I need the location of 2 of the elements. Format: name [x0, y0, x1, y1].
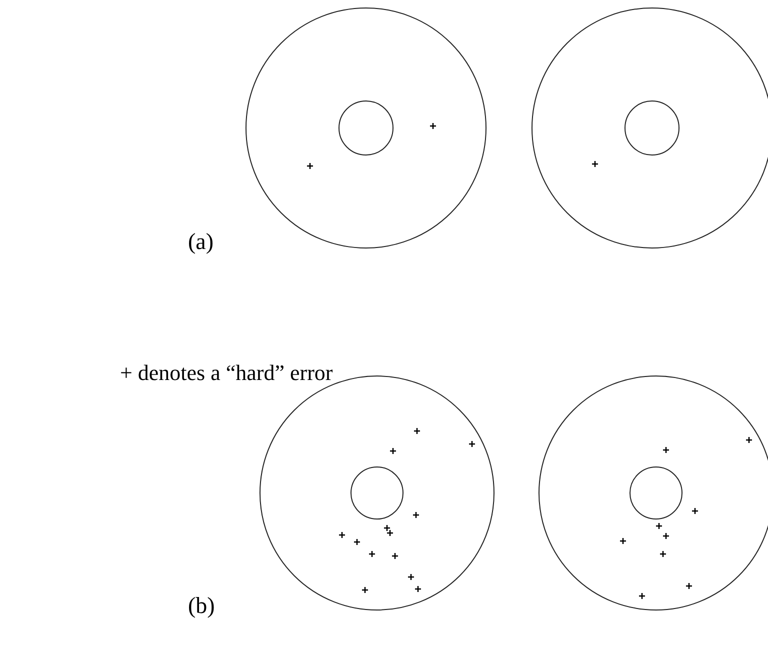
panel-label: (b) [188, 594, 215, 617]
panel-label: (a) [188, 230, 214, 253]
